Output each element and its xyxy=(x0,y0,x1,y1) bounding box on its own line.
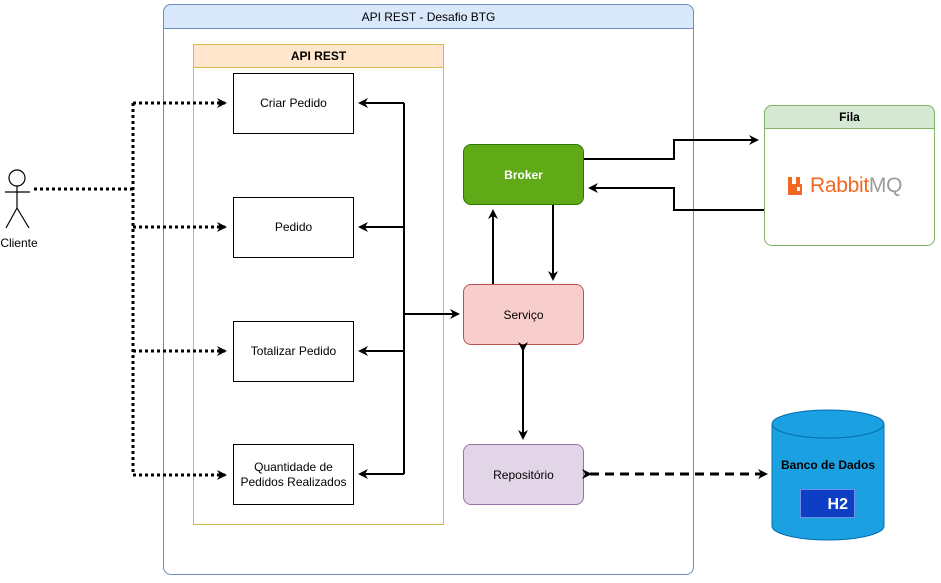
h2-logo-text: H2 xyxy=(827,496,848,513)
endpoint-totalizar-pedido[interactable]: Totalizar Pedido xyxy=(233,321,354,382)
mq-word: MQ xyxy=(868,174,903,197)
service-broker-connectors xyxy=(488,205,558,284)
repositorio-node[interactable]: Repositório xyxy=(463,444,584,505)
outer-container-title: API REST - Desafio BTG xyxy=(163,4,694,29)
h2-logo: H2 xyxy=(800,489,855,518)
database-cylinder-icon[interactable] xyxy=(771,409,885,541)
endpoint-criar-pedido[interactable]: Criar Pedido xyxy=(233,73,354,134)
broker-node[interactable]: Broker xyxy=(463,144,584,205)
fila-title: Fila xyxy=(764,105,935,129)
client-dotted-connectors xyxy=(34,98,227,480)
endpoint-pedido[interactable]: Pedido xyxy=(233,197,354,258)
endpoint-bus-connectors xyxy=(358,98,460,479)
database-label: Banco de Dados xyxy=(780,458,876,472)
cliente-label: Cliente xyxy=(0,236,38,250)
inner-container-title: API REST xyxy=(193,44,444,68)
cliente-actor-icon[interactable] xyxy=(5,169,30,229)
rabbit-word: Rabbit xyxy=(810,174,869,197)
endpoint-quantidade-pedidos[interactable]: Quantidade de Pedidos Realizados xyxy=(233,444,354,505)
rabbitmq-icon xyxy=(788,177,802,195)
broker-queue-connectors xyxy=(584,135,764,211)
servico-node[interactable]: Serviço xyxy=(463,284,584,345)
